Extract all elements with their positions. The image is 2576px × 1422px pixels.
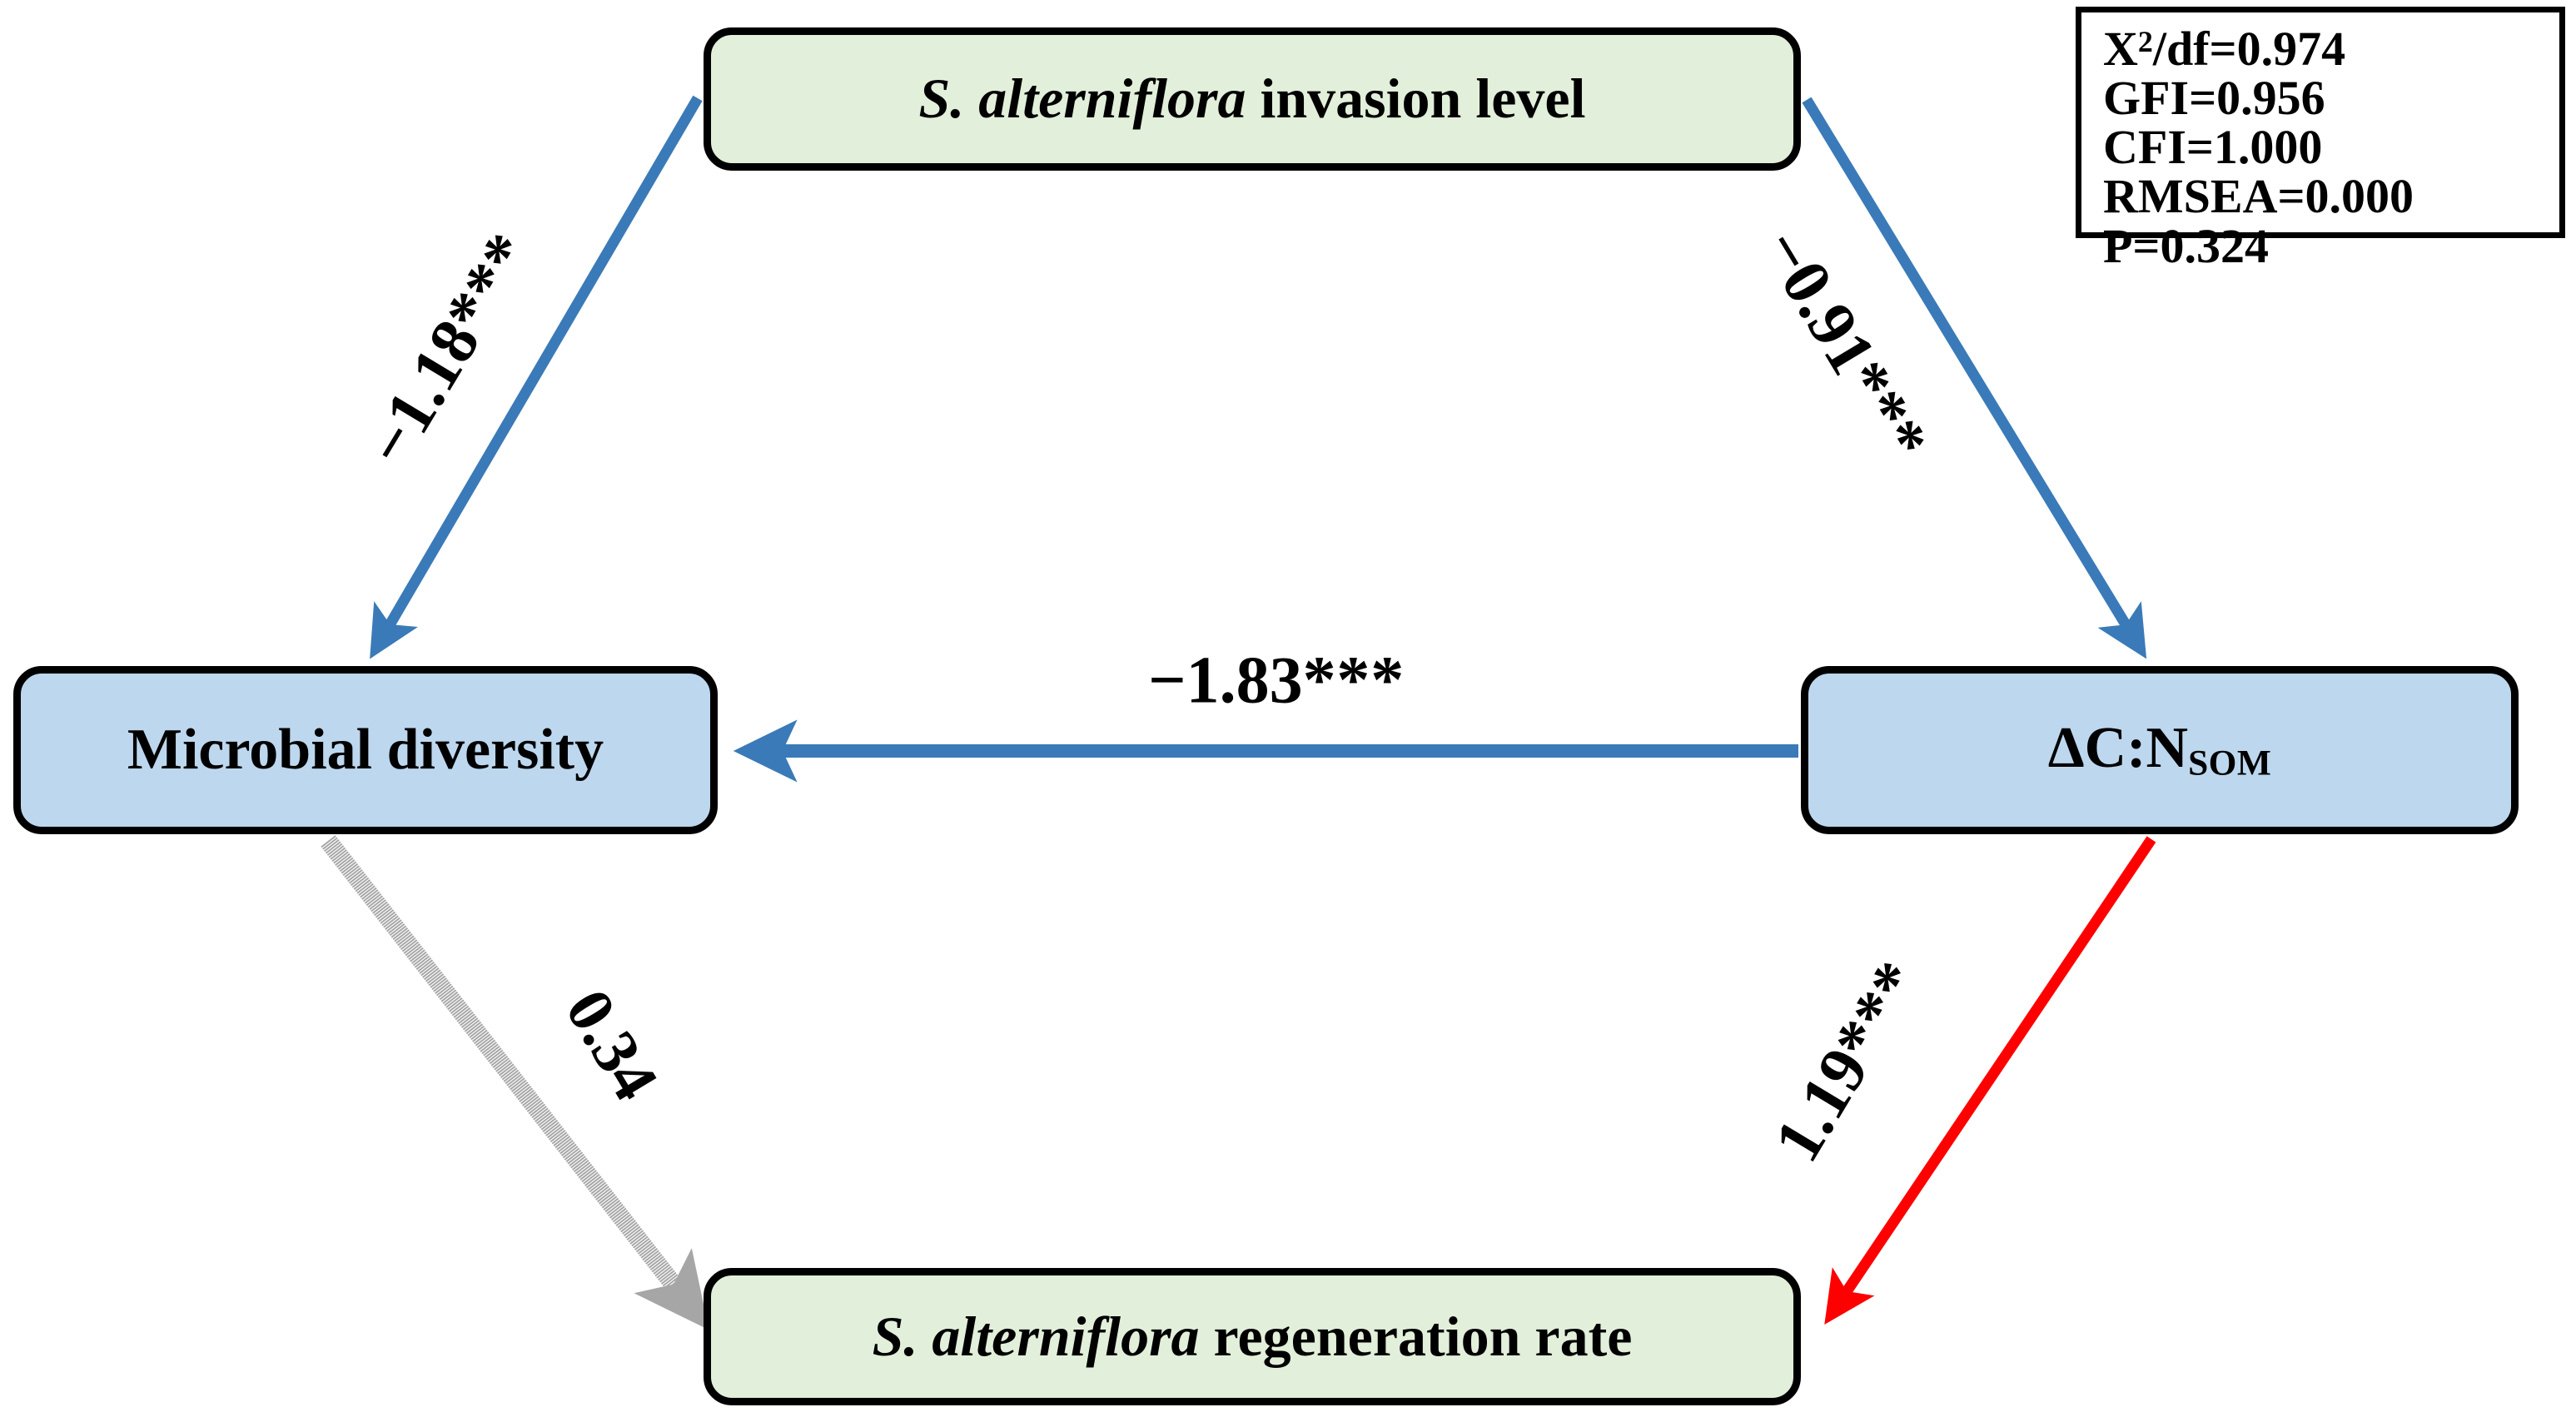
node-cn-ratio-som[interactable]: ΔC:NSOM <box>1801 666 2519 834</box>
node-cn-label: ΔC:NSOM <box>2048 718 2271 783</box>
fit-stat-cfi: CFI=1.000 <box>2103 120 2323 175</box>
node-regeneration-rate[interactable]: S. alterniflora regeneration rate <box>704 1268 1801 1405</box>
fit-stat-rmsea: RMSEA=0.000 <box>2103 169 2414 224</box>
path-label-cn-to-microbial: −1.83*** <box>1148 644 1405 719</box>
fit-stat-gfi: GFI=0.956 <box>2103 71 2325 126</box>
arrow-invasion-to-cn <box>1802 97 2147 659</box>
arrow-cn-to-regeneration <box>1824 836 2156 1325</box>
arrow-invasion-to-microbial <box>370 95 703 659</box>
node-invasion-level[interactable]: S. alterniflora invasion level <box>704 27 1801 171</box>
species-name-italic: S. alterniflora <box>872 1304 1200 1368</box>
fit-stat-chi-square: X2/df=0.974 <box>2103 24 2559 73</box>
fit-statistics-panel: X2/df=0.974 GFI=0.956 CFI=1.000 RMSEA=0.… <box>2076 7 2565 271</box>
node-microbial-label: Microbial diversity <box>127 718 604 783</box>
significance-stars: *** <box>1302 644 1405 718</box>
node-regeneration-label: S. alterniflora regeneration rate <box>872 1304 1633 1368</box>
node-cn-label-subscript: SOM <box>2188 743 2272 783</box>
fit-stat-p: P=0.324 <box>2103 218 2269 273</box>
node-microbial-diversity[interactable]: Microbial diversity <box>13 666 718 834</box>
node-invasion-label-rest: invasion level <box>1246 67 1586 131</box>
fit-chi-symbol: X <box>2103 22 2138 76</box>
node-invasion-label: S. alterniflora invasion level <box>918 69 1585 128</box>
fit-chi-rest: /df=0.974 <box>2152 22 2346 76</box>
species-name-italic: S. alterniflora <box>918 67 1246 131</box>
node-regeneration-label-rest: regeneration rate <box>1199 1304 1633 1368</box>
coefficient-value: −1.83 <box>1148 644 1303 718</box>
node-cn-label-main: ΔC:N <box>2047 715 2189 780</box>
arrow-microbial-to-regeneration <box>321 835 709 1330</box>
fit-chi-superscript: 2 <box>2137 25 2153 59</box>
